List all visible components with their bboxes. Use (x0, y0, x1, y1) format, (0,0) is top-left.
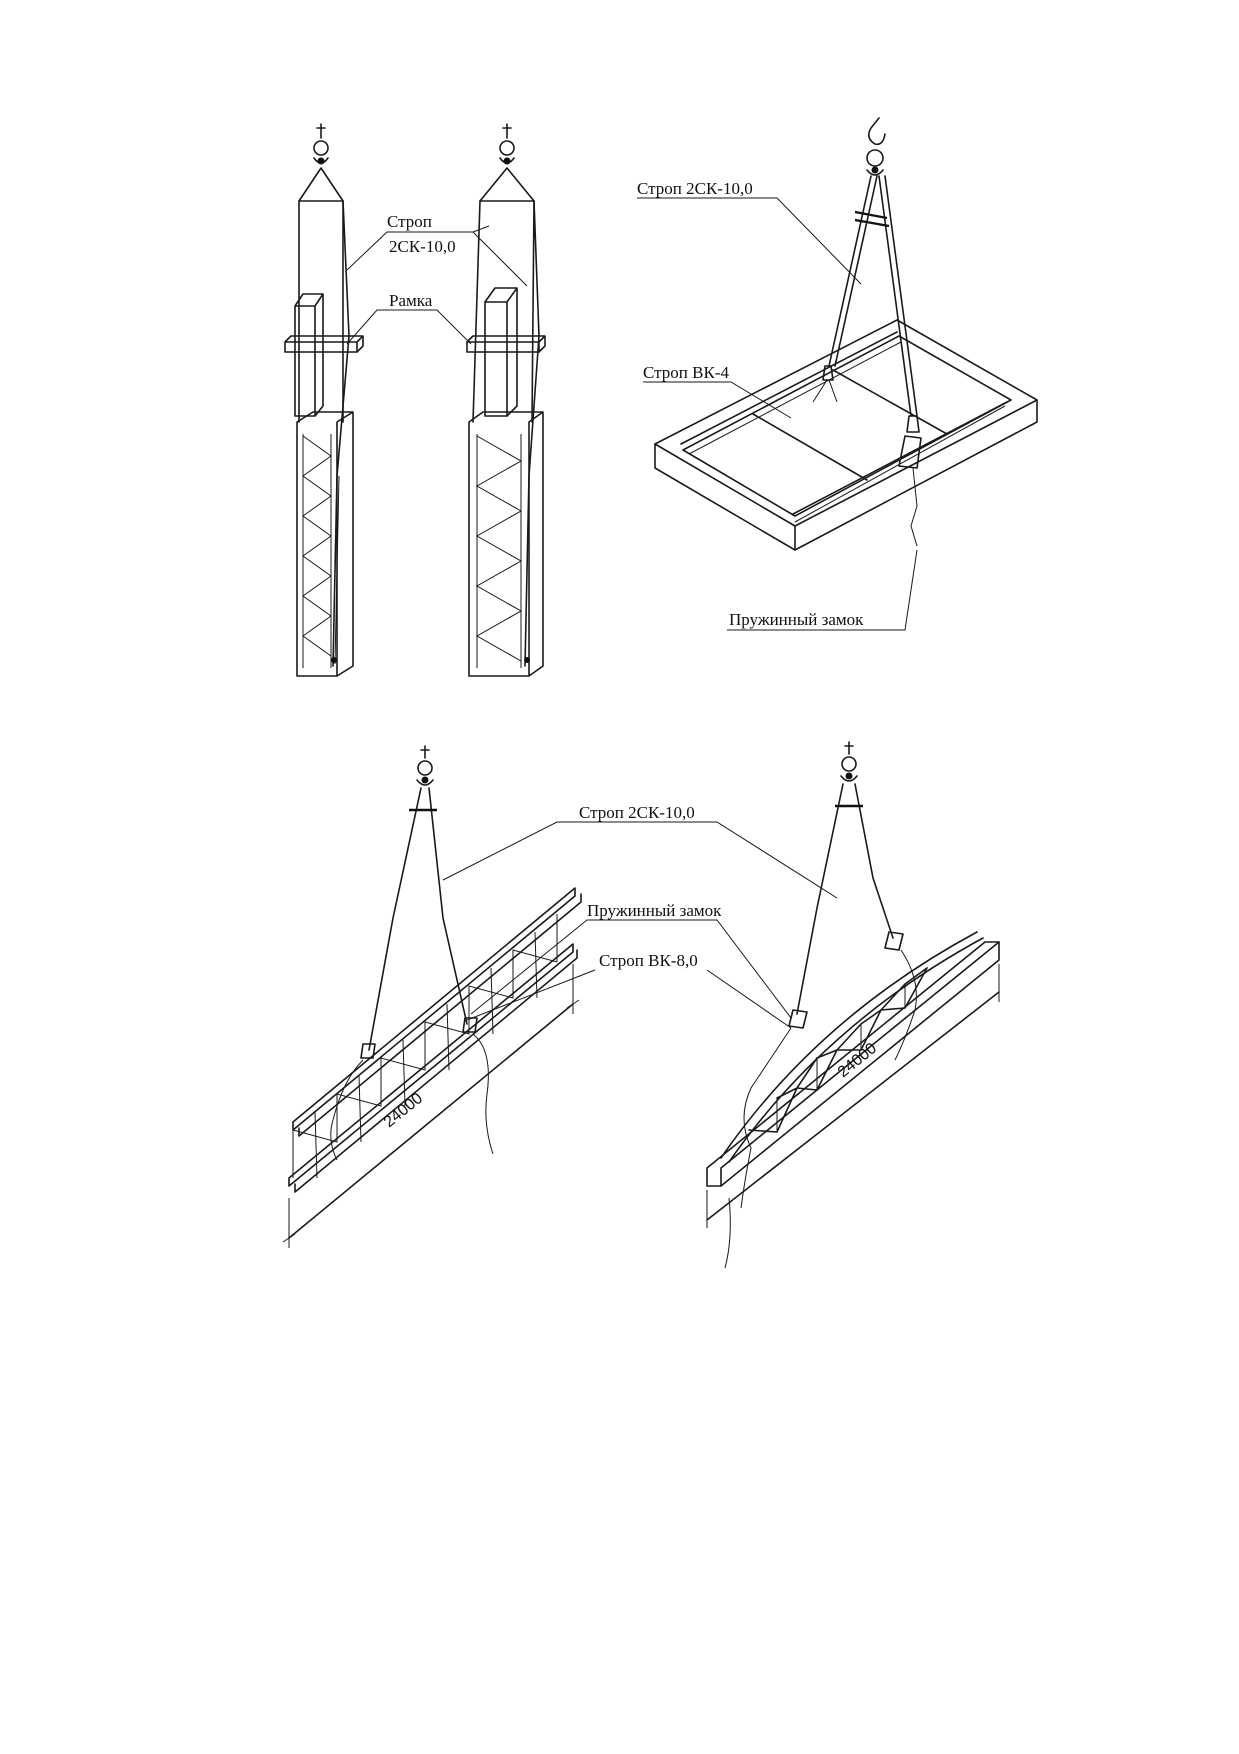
truss-right: 24000 (706, 741, 1000, 1269)
slab-sling-small-label: Строп ВК-4 (643, 363, 729, 382)
top-panel: Строп 2СК-10,0 Рамка (277, 116, 1057, 691)
truss-sling-label: Строп 2СК-10,0 (579, 803, 695, 822)
crane-hook-icon (499, 123, 515, 165)
crane-hook-icon (313, 123, 329, 165)
truss-lock-label: Пружинный замок (587, 901, 722, 920)
column-sling-label-line2: 2СК-10,0 (389, 237, 456, 256)
truss-left: 24000 (282, 745, 582, 1248)
column-frame-label: Рамка (389, 291, 433, 310)
slab-lock-label: Пружинный замок (729, 610, 864, 629)
slab-sling-label: Строп 2СК-10,0 (637, 179, 753, 198)
truss-sling-small-label: Строп ВК-8,0 (599, 951, 698, 970)
slab (654, 117, 1038, 551)
slab-callouts: Строп 2СК-10,0 Строп ВК-4 Пружинный замо… (637, 179, 918, 631)
column-left (284, 123, 364, 677)
crane-hook-icon (416, 745, 434, 786)
column-right (466, 123, 546, 677)
bottom-panel-drawing: 24000 24000 (282, 741, 1000, 1269)
column-sling-label-line1: Строп (387, 212, 432, 231)
top-panel-drawing: Строп 2СК-10,0 Рамка (284, 117, 1038, 677)
crane-hook-icon (866, 117, 886, 176)
bottom-panel: 24000 24000 (277, 728, 1057, 1328)
column-callouts: Строп 2СК-10,0 Рамка (346, 212, 528, 345)
bottom-callouts: Строп 2СК-10,0 Пружинный замок Строп ВК-… (442, 803, 838, 1029)
crane-hook-icon (840, 741, 858, 782)
